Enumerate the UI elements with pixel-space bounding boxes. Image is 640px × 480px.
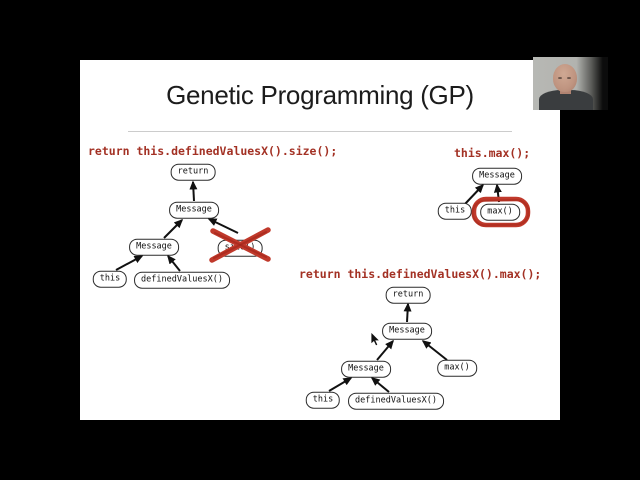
node-message-lower-bottom: Message [341, 360, 391, 378]
red-x-icon [209, 227, 271, 263]
presenter-eye-right [567, 77, 571, 79]
node-max-bottom: max() [437, 359, 477, 377]
node-this: this [92, 270, 128, 288]
mouse-cursor-icon [370, 331, 381, 347]
node-this-bottom: this [305, 391, 341, 409]
annotations-layer [209, 196, 531, 347]
left-tree-arrows [115, 180, 239, 272]
code-snippet-left: return this.definedValuesX().size(); [88, 144, 338, 158]
node-defined-values-bottom: definedValuesX() [348, 392, 444, 410]
presenter-shirt [539, 90, 593, 110]
node-defined-values: definedValuesX() [134, 271, 230, 289]
node-return: return [170, 163, 216, 181]
code-snippet-bottom: return this.definedValuesX().max(); [299, 267, 542, 281]
tree-connectors-layer [115, 180, 502, 393]
node-max-circled: max() [480, 203, 520, 221]
node-message-upper: Message [169, 201, 219, 219]
red-highlight-annotation [471, 196, 531, 228]
slide-title: Genetic Programming (GP) [166, 80, 474, 110]
bottom-tree-arrows [328, 302, 448, 393]
title-divider [128, 131, 512, 132]
presenter-eye-left [558, 77, 562, 79]
node-message-lower: Message [129, 238, 179, 256]
presentation-slide: Genetic Programming (GP) return this.def… [80, 60, 560, 420]
presenter-face [553, 64, 577, 92]
node-message-upper-bottom: Message [382, 322, 432, 340]
code-snippet-right: this.max(); [454, 146, 531, 160]
webcam-overlay [533, 57, 608, 110]
